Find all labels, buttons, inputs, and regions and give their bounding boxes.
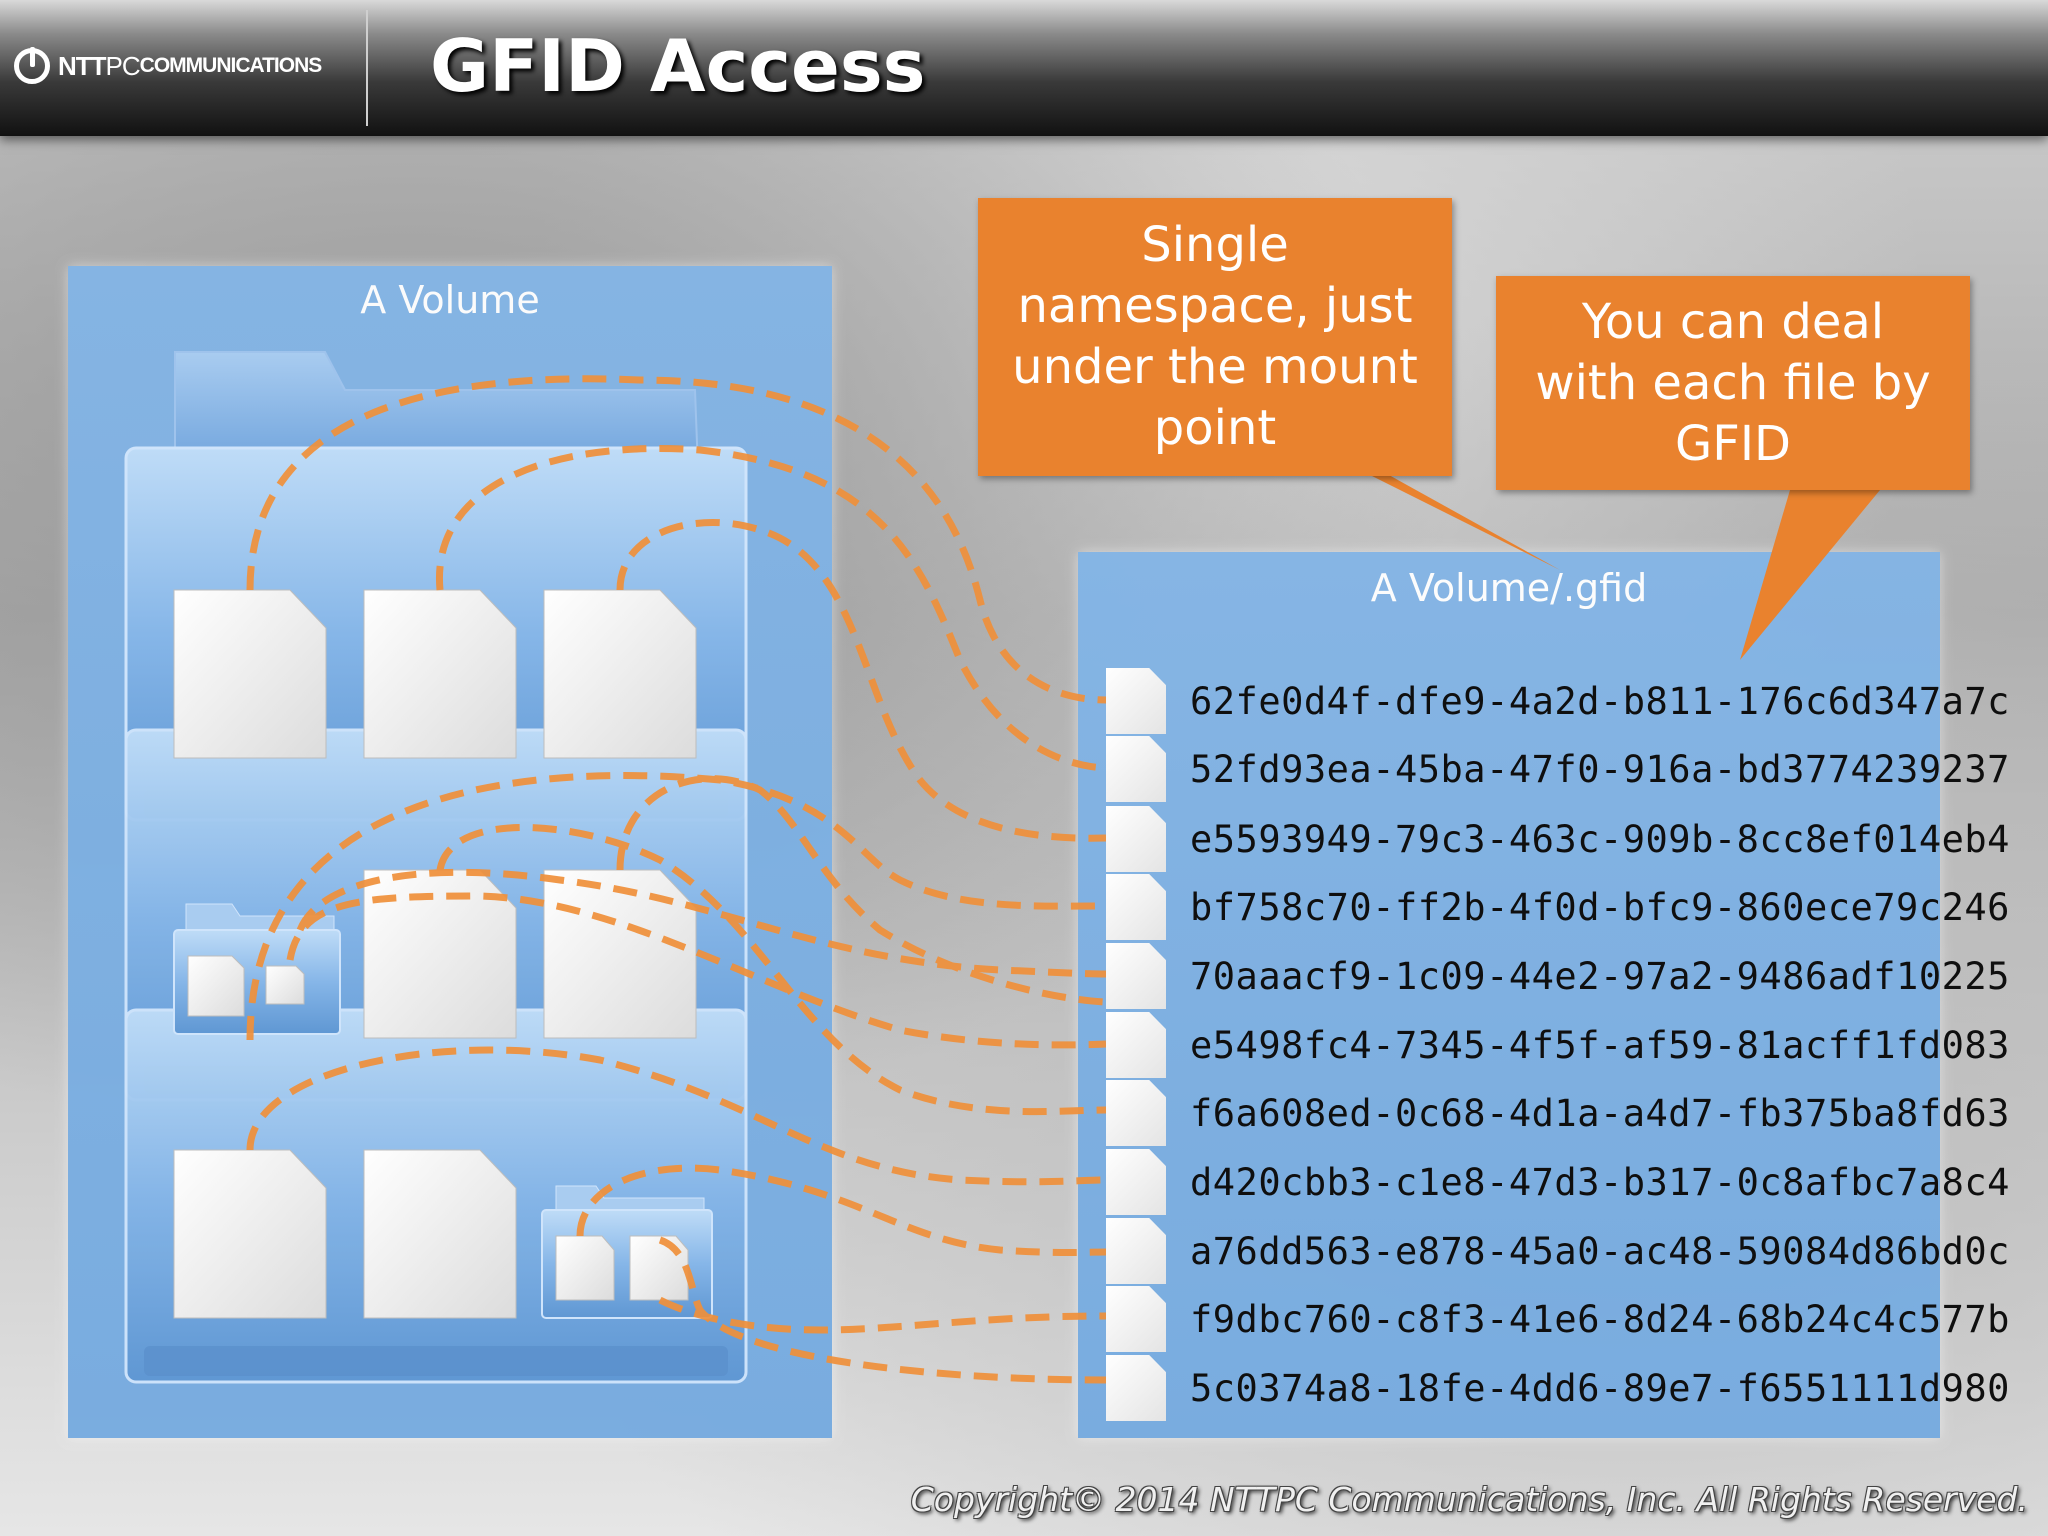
file-icon xyxy=(1106,1286,1166,1352)
gfid-text: e5593949-79c3-463c-909b-8cc8ef014eb4 xyxy=(1190,817,2010,861)
gfid-callout: You can deal with each file by GFID xyxy=(1496,276,1970,490)
file-icon xyxy=(173,589,327,759)
page-title: GFID Access xyxy=(430,24,926,108)
gfid-text: d420cbb3-c1e8-47d3-b317-0c8afbc7a8c4 xyxy=(1190,1160,2010,1204)
gfid-list-item: 70aaacf9-1c09-44e2-97a2-9486adf10225 xyxy=(1106,943,2010,1009)
gfid-text: 62fe0d4f-dfe9-4a2d-b811-176c6d347a7c xyxy=(1190,679,2010,723)
callout-tail-namespace xyxy=(1360,470,1560,570)
gfid-panel-title: A Volume/.gfid xyxy=(1370,566,1648,610)
gfid-list-item: f9dbc760-c8f3-41e6-8d24-68b24c4c577b xyxy=(1106,1286,2010,1352)
file-icon xyxy=(1106,806,1166,872)
gfid-callout-line: GFID xyxy=(1675,415,1791,472)
namespace-callout-line: under the mount xyxy=(1012,339,1418,395)
gfid-list-item: 5c0374a8-18fe-4dd6-89e7-f6551111d980 xyxy=(1106,1355,2010,1421)
namespace-callout-line: namespace, just xyxy=(1017,278,1413,334)
subfolder-icon xyxy=(173,903,341,1035)
file-icon xyxy=(1106,1149,1166,1215)
file-icon xyxy=(543,589,697,759)
subfolder-icon xyxy=(541,1185,713,1319)
file-icon xyxy=(1106,1218,1166,1284)
gfid-list-item: e5593949-79c3-463c-909b-8cc8ef014eb4 xyxy=(1106,806,2010,872)
file-icon xyxy=(1106,736,1166,802)
callout-tail-gfid xyxy=(1740,490,1880,660)
gfid-text: f9dbc760-c8f3-41e6-8d24-68b24c4c577b xyxy=(1190,1297,2010,1341)
gfid-text: 52fd93ea-45ba-47f0-916a-bd3774239237 xyxy=(1190,747,2010,791)
logo-sub-text: COMMUNICATIONS xyxy=(139,54,323,77)
logo-pc-text: PC xyxy=(105,50,141,81)
gfid-list-item: 62fe0d4f-dfe9-4a2d-b811-176c6d347a7c xyxy=(1106,668,2010,734)
gfid-text: bf758c70-ff2b-4f0d-bfc9-860ece79c246 xyxy=(1190,885,2010,929)
gfid-list-item: d420cbb3-c1e8-47d3-b317-0c8afbc7a8c4 xyxy=(1106,1149,2010,1215)
gfid-list-item: a76dd563-e878-45a0-ac48-59084d86bd0c xyxy=(1106,1218,2010,1284)
logo-ring-icon xyxy=(14,47,50,84)
volume-panel-title: A Volume xyxy=(360,278,540,322)
file-icon xyxy=(363,589,517,759)
file-icon xyxy=(1106,1012,1166,1078)
gfid-text: e5498fc4-7345-4f5f-af59-81acff1fd083 xyxy=(1190,1023,2010,1067)
file-icon xyxy=(543,869,697,1039)
company-logo: NTT PC COMMUNICATIONS xyxy=(14,40,323,92)
connector-lines xyxy=(246,375,1107,1384)
gfid-callout-line: You can deal xyxy=(1581,293,1885,350)
copyright-notice: Copyright© 2014 NTTPC Communications, In… xyxy=(910,1480,2028,1519)
file-icon xyxy=(363,869,517,1039)
gfid-list-item: 52fd93ea-45ba-47f0-916a-bd3774239237 xyxy=(1106,736,2010,802)
file-icon xyxy=(173,1149,327,1319)
namespace-callout-line: Single xyxy=(1141,217,1289,273)
gfid-text: a76dd563-e878-45a0-ac48-59084d86bd0c xyxy=(1190,1229,2010,1273)
file-icon xyxy=(1106,1080,1166,1146)
file-icon xyxy=(363,1149,517,1319)
gfid-panel: A Volume/.gfid xyxy=(1078,552,1940,1438)
namespace-callout-line: point xyxy=(1153,400,1277,456)
gfid-callout-line: with each file by xyxy=(1535,354,1931,411)
file-icon xyxy=(1106,668,1166,734)
header-bar: NTT PC COMMUNICATIONS GFID Access xyxy=(0,0,2048,136)
gfid-list-item: e5498fc4-7345-4f5f-af59-81acff1fd083 xyxy=(1106,1012,2010,1078)
gfid-list-item: bf758c70-ff2b-4f0d-bfc9-860ece79c246 xyxy=(1106,874,2010,940)
gfid-text: 70aaacf9-1c09-44e2-97a2-9486adf10225 xyxy=(1190,954,2010,998)
gfid-list-item: f6a608ed-0c68-4d1a-a4d7-fb375ba8fd63 xyxy=(1106,1080,2010,1146)
gfid-text: 5c0374a8-18fe-4dd6-89e7-f6551111d980 xyxy=(1190,1366,2010,1410)
file-icon xyxy=(1106,1355,1166,1421)
namespace-callout: Single namespace, just under the mount p… xyxy=(978,198,1452,476)
gfid-text: f6a608ed-0c68-4d1a-a4d7-fb375ba8fd63 xyxy=(1190,1091,2010,1135)
file-icon xyxy=(1106,874,1166,940)
logo-main-text: NTT xyxy=(58,50,107,81)
header-divider xyxy=(366,10,368,126)
file-icon xyxy=(1106,943,1166,1009)
